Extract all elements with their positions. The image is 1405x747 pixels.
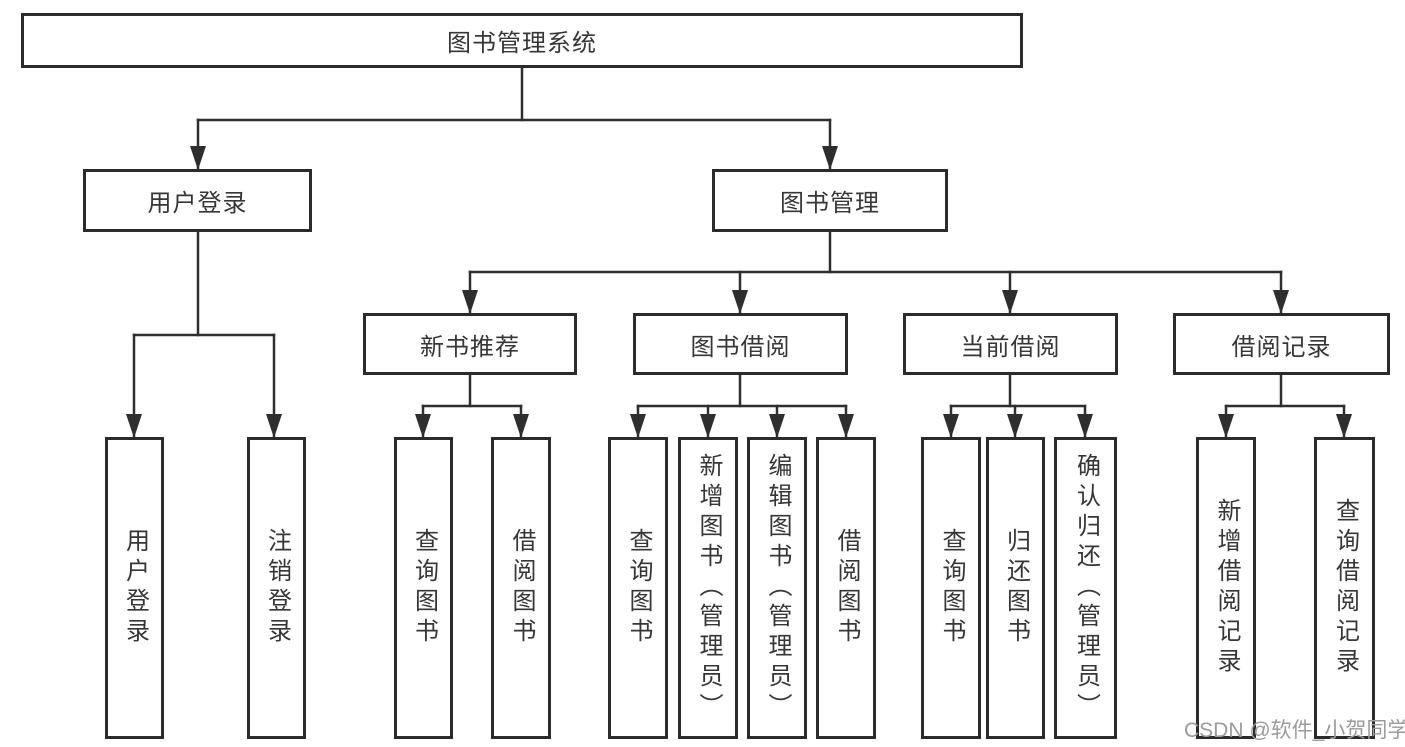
node-book-borrow: 图书借阅 (633, 313, 848, 375)
leaf-query-book-1-label: 查询图书 (410, 528, 438, 648)
leaf-edit-book-admin: 编辑图书（管理员） (747, 437, 807, 739)
node-book-management: 图书管理 (712, 169, 948, 232)
leaf-logout: 注销登录 (247, 437, 306, 739)
leaf-add-borrow-record: 新增借阅记录 (1196, 437, 1256, 739)
leaf-query-borrow-record: 查询借阅记录 (1314, 437, 1375, 739)
leaf-query-book-3-label: 查询图书 (938, 528, 965, 648)
leaf-query-borrow-record-label: 查询借阅记录 (1331, 498, 1359, 678)
node-root-system: 图书管理系统 (21, 13, 1023, 68)
leaf-borrow-book-1-label: 借阅图书 (508, 528, 535, 648)
leaf-borrow-book-1: 借阅图书 (491, 437, 551, 739)
leaf-return-book: 归还图书 (986, 437, 1045, 739)
leaf-add-book-admin-label: 新增图书（管理员） (695, 453, 722, 723)
leaf-edit-book-admin-label: 编辑图书（管理员） (764, 453, 791, 723)
leaf-logout-label: 注销登录 (263, 528, 291, 648)
leaf-confirm-return-admin: 确认归还（管理员） (1054, 437, 1117, 739)
csdn-watermark: CSDN @软件_小贺同学 (1184, 719, 1405, 742)
leaf-return-book-label: 归还图书 (1002, 528, 1030, 648)
leaf-query-book-1: 查询图书 (394, 437, 453, 739)
leaf-add-borrow-record-label: 新增借阅记录 (1213, 498, 1240, 678)
leaf-borrow-book-2-label: 借阅图书 (833, 528, 860, 648)
leaf-user-login: 用户登录 (105, 437, 164, 739)
node-new-book-recommend: 新书推荐 (363, 313, 577, 375)
leaf-borrow-book-2: 借阅图书 (816, 437, 876, 739)
leaf-confirm-return-admin-label: 确认归还（管理员） (1072, 453, 1100, 723)
leaf-query-book-2-label: 查询图书 (625, 528, 652, 648)
leaf-query-book-2: 查询图书 (608, 437, 668, 739)
leaf-add-book-admin: 新增图书（管理员） (678, 437, 738, 739)
leaf-query-book-3: 查询图书 (921, 437, 981, 739)
node-borrow-records: 借阅记录 (1173, 313, 1390, 375)
node-user-login: 用户登录 (83, 169, 312, 232)
node-current-borrow: 当前借阅 (903, 313, 1118, 375)
leaf-user-login-label: 用户登录 (121, 528, 149, 648)
